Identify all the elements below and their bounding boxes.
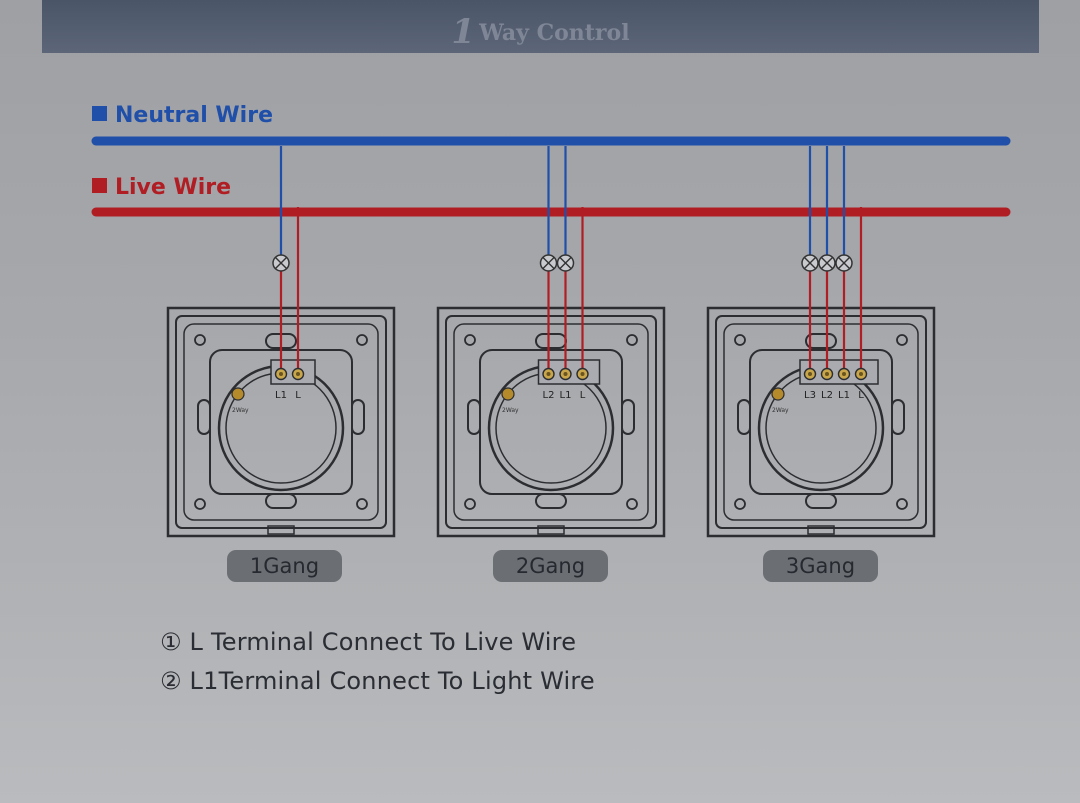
neutral-swatch [92, 106, 107, 121]
switch-clip [267, 525, 295, 535]
slot-top [805, 333, 837, 349]
terminal-label-l: L [858, 390, 864, 401]
screw-hole [464, 334, 476, 346]
screw-hole [734, 334, 746, 346]
screw-hole [896, 498, 908, 510]
legend-live-label: Live Wire [115, 175, 232, 200]
gang-label-2: 2Gang [493, 550, 608, 582]
lamp-cross [542, 257, 555, 269]
terminal-label-l2: L2 [821, 390, 833, 401]
terminal-label-l1: L1 [838, 390, 850, 401]
switch-clip [807, 525, 835, 535]
banner-text: Way Control [479, 20, 630, 46]
gang-label-1: 1Gang [227, 550, 342, 582]
terminal-screw-center [825, 372, 829, 376]
terminal-label-l: L [580, 390, 586, 401]
legend-neutral: Neutral Wire [92, 103, 273, 128]
switch-1: 2Way L1 L [166, 146, 396, 538]
switch-clip [537, 525, 565, 535]
legend-neutral-label: Neutral Wire [115, 103, 273, 128]
screw-hole [626, 334, 638, 346]
switch-inner-plate [723, 323, 919, 521]
lamp-cross [821, 257, 833, 269]
mode-label: 2Way [772, 407, 789, 414]
terminal-screw-center [580, 372, 585, 376]
live-swatch [92, 178, 107, 193]
terminal-screw-center [842, 372, 846, 376]
slot-top [535, 333, 567, 349]
mount-bracket [479, 349, 623, 495]
lamp-cross [804, 257, 816, 269]
lamp-cross [275, 257, 287, 269]
terminal-screw-center [808, 372, 812, 376]
terminal-label-l1: L1 [560, 390, 572, 401]
switch-frame [436, 306, 666, 538]
indicator-led [771, 387, 785, 401]
slot-right [891, 399, 905, 435]
indicator-led [501, 387, 515, 401]
screw-hole [626, 498, 638, 510]
legend-live: Live Wire [92, 175, 231, 200]
screw-hole [464, 498, 476, 510]
mount-bracket [749, 349, 893, 495]
terminal-label-l1: L1 [275, 390, 287, 401]
switch-frame [706, 306, 936, 538]
note-2: ② L1Terminal Connect To Light Wire [160, 667, 595, 695]
indicator-led [231, 387, 245, 401]
note-1: ① L Terminal Connect To Live Wire [160, 628, 577, 656]
slot-left [197, 399, 211, 435]
terminal-label-l3: L3 [804, 390, 816, 401]
screw-hole [896, 334, 908, 346]
switch-inner-plate [453, 323, 649, 521]
switch-plate [715, 315, 927, 529]
gang-label-3: 3Gang [763, 550, 878, 582]
terminal-screw-center [296, 372, 300, 376]
mode-label: 2Way [502, 407, 519, 414]
screw-hole [356, 498, 368, 510]
terminal-screw-center [859, 372, 863, 376]
terminal-screw-center [546, 372, 551, 376]
switch-3: 2Way L3 L2 L1 L [706, 146, 936, 538]
slot-right [351, 399, 365, 435]
lamp-cross [559, 257, 572, 269]
slot-left [467, 399, 481, 435]
slot-bottom [535, 493, 567, 509]
switch-2: 2Way L2 L1 L [436, 146, 666, 538]
terminal-screw-center [563, 372, 568, 376]
lamp-cross [838, 257, 850, 269]
slot-bottom [265, 493, 297, 509]
screw-hole [194, 334, 206, 346]
mode-label: 2Way [232, 407, 249, 414]
slot-right [621, 399, 635, 435]
slot-bottom [805, 493, 837, 509]
terminal-label-l2: L2 [543, 390, 555, 401]
slot-left [737, 399, 751, 435]
screw-hole [194, 498, 206, 510]
screw-hole [734, 498, 746, 510]
screw-hole [356, 334, 368, 346]
terminal-label-l: L [295, 390, 301, 401]
banner-number: 1 [451, 12, 476, 52]
terminal-screw-center [279, 372, 283, 376]
switch-plate [445, 315, 657, 529]
